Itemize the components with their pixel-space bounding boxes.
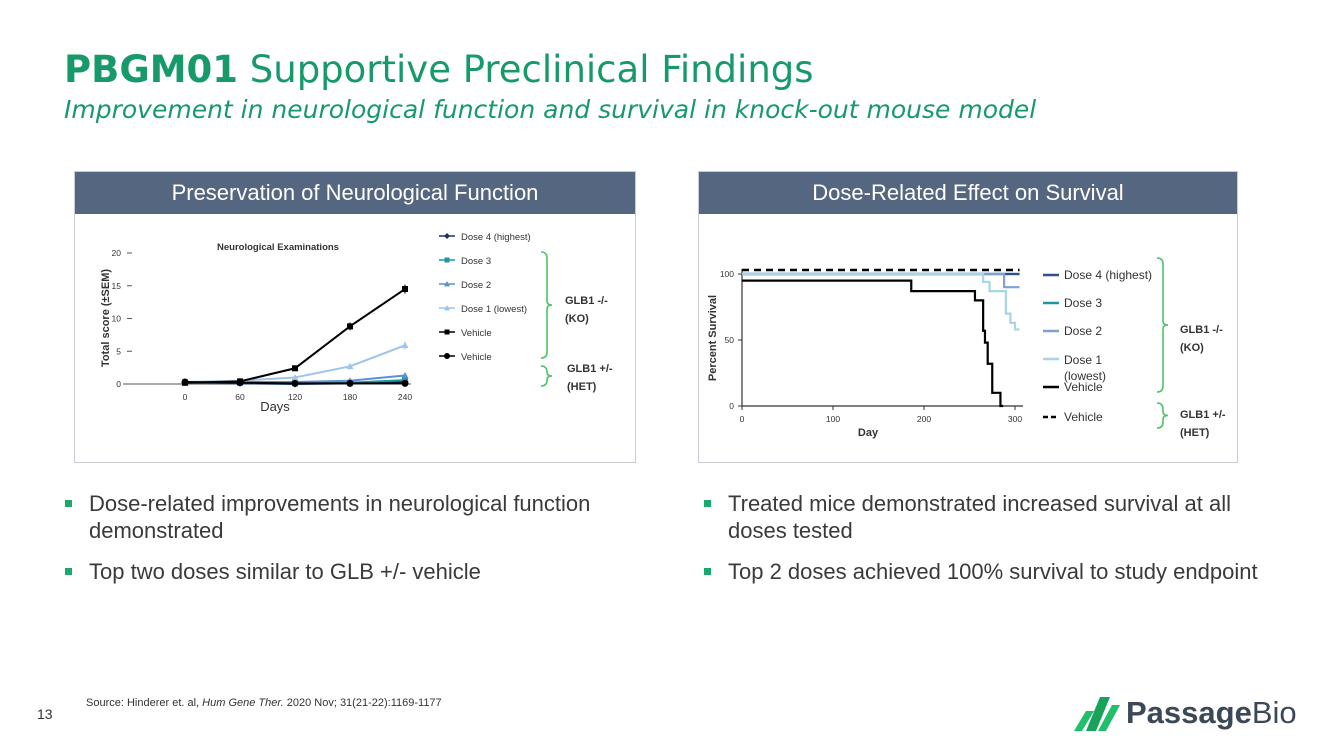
x-tick-label: 180 [343,392,357,402]
legend-label: Dose 4 (highest) [1064,268,1152,282]
title-bold: PBGM01 [64,48,238,91]
bullet-item: Top two doses similar to GLB +/- vehicle [65,558,625,585]
legend-label: Dose 2 [1064,324,1102,338]
legend-label-sub: (lowest) [1064,369,1106,383]
het-brace [1156,402,1169,429]
bullet-item: Treated mice demonstrated increased surv… [704,490,1264,544]
legend-marker [444,257,450,263]
data-point [401,379,409,387]
legend-marker [444,233,450,239]
x-tick-label: 100 [826,414,840,424]
y-tick-label: 100 [720,269,734,279]
slide-subtitle: Improvement in neurological function and… [64,95,1037,124]
bullet-square-icon [704,568,711,575]
neuro-panel-header: Preservation of Neurological Function [75,172,635,214]
x-tick-label: 240 [398,392,412,402]
survival-panel-header: Dose-Related Effect on Survival [699,172,1237,214]
page-number: 13 [37,706,53,722]
data-point [347,323,353,330]
group-label-ko-sub: (KO) [565,313,589,325]
source-citation: Source: Hinderer et. al, Hum Gene Ther. … [86,697,442,709]
bullet-square-icon [65,500,72,507]
data-point [236,379,244,387]
x-tick-label: 0 [740,414,745,424]
legend-marker [444,329,450,335]
legend-label: Dose 1 [1064,353,1102,367]
group-label-ko-sub: (KO) [1180,342,1204,354]
legend-label: Dose 3 [461,256,491,267]
ko-brace [1156,257,1169,393]
data-point [401,341,409,349]
y-tick-label: 0 [729,401,734,411]
passage-bio-logo: PassageBio [1072,693,1302,735]
survival-curve [742,279,1004,408]
passage-bio-logo-icon [1074,697,1120,731]
x-tick-label: 60 [235,392,245,402]
x-axis-label: Days [260,399,290,414]
logo-wordmark: PassageBio [1126,695,1297,730]
data-point [181,378,189,386]
x-tick-label: 120 [288,392,302,402]
neuro-exam-chart: Neurological Examinations 0 5 10 15 20 0 60 120 1… [100,232,613,414]
legend-label: Vehicle [1064,410,1103,424]
left-bullet-list: Dose-related improvements in neurologica… [65,490,625,599]
y-axis-label: Percent Survival [707,295,719,381]
x-axis-label: Day [858,427,879,439]
y-axis-label: Total score (±SEM) [100,269,112,367]
data-point [292,365,298,372]
legend-label: Dose 4 (highest) [461,232,531,243]
survival-curve [742,272,1020,331]
group-label-ko: GLB1 -/- [565,295,608,307]
legend-label: Vehicle [1064,380,1103,394]
group-label-het-sub: (HET) [567,381,597,393]
group-label-ko: GLB1 -/- [1180,324,1223,336]
legend-label: Vehicle [461,328,492,339]
data-point [291,379,299,387]
data-point [346,362,354,370]
title-rest: Supportive Preclinical Findings [238,48,814,91]
x-tick-label: 0 [183,392,188,402]
bullet-square-icon [65,568,72,575]
group-label-het: GLB1 +/- [1180,409,1226,421]
y-tick-label: 20 [112,248,122,258]
ko-brace [540,251,553,359]
data-point [401,371,409,379]
legend-label: Dose 1 (lowest) [461,304,527,315]
survival-panel: Dose-Related Effect on Survival 0 50 100 0 1… [698,171,1238,463]
data-point [346,379,354,387]
neuro-function-panel: Preservation of Neurological Function Ne… [74,171,636,463]
legend-label: Dose 2 [461,280,491,291]
legend-marker [444,305,450,311]
y-tick-label: 15 [112,281,122,291]
x-tick-label: 300 [1008,414,1022,424]
right-bullet-list: Treated mice demonstrated increased surv… [704,490,1264,599]
bullet-item: Top 2 doses achieved 100% survival to st… [704,558,1264,585]
y-tick-label: 0 [116,379,121,389]
legend-marker [444,353,450,359]
slide-title: PBGM01 Supportive Preclinical Findings [64,48,814,91]
chart-title: Neurological Examinations [217,242,339,253]
y-tick-label: 10 [112,314,122,324]
data-point [402,286,408,293]
het-brace [540,365,553,387]
legend-marker [444,281,450,287]
y-tick-label: 50 [725,335,735,345]
group-label-het-sub: (HET) [1180,427,1210,439]
bullet-square-icon [704,500,711,507]
y-tick-label: 5 [116,346,121,356]
legend-label: Dose 3 [1064,296,1102,310]
data-point [291,373,299,381]
x-tick-label: 200 [917,414,931,424]
group-label-het: GLB1 +/- [567,363,613,375]
legend-label: Vehicle [461,352,492,363]
bullet-item: Dose-related improvements in neurologica… [65,490,625,544]
